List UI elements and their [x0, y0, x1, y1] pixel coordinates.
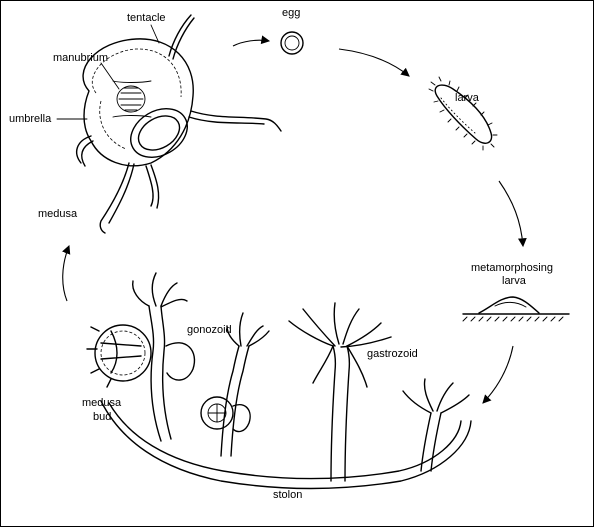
label-larva: larva — [455, 92, 480, 104]
label-manubrium: manubrium — [53, 52, 108, 64]
label-egg: egg — [282, 7, 300, 19]
metamorphosing-larva-illustration — [463, 297, 569, 321]
label-metamorphosing: metamorphosing — [471, 262, 553, 274]
label-medusa-bud-2: bud — [93, 411, 111, 423]
label-medusa-bud-1: medusa — [82, 397, 122, 409]
label-gastrozoid: gastrozoid — [367, 348, 418, 360]
cycle-arrows — [63, 40, 523, 403]
medusa-illustration — [57, 15, 281, 233]
label-gonozoid: gonozoid — [187, 324, 232, 336]
label-stolon: stolon — [273, 489, 302, 501]
larva-illustration — [429, 77, 497, 150]
label-medusa: medusa — [38, 208, 78, 220]
label-tentacle: tentacle — [127, 12, 166, 24]
label-metamorphosing-larva: larva — [502, 275, 527, 287]
polyp-colony-illustration — [87, 273, 471, 489]
label-umbrella: umbrella — [9, 113, 52, 125]
egg-illustration — [281, 32, 303, 54]
